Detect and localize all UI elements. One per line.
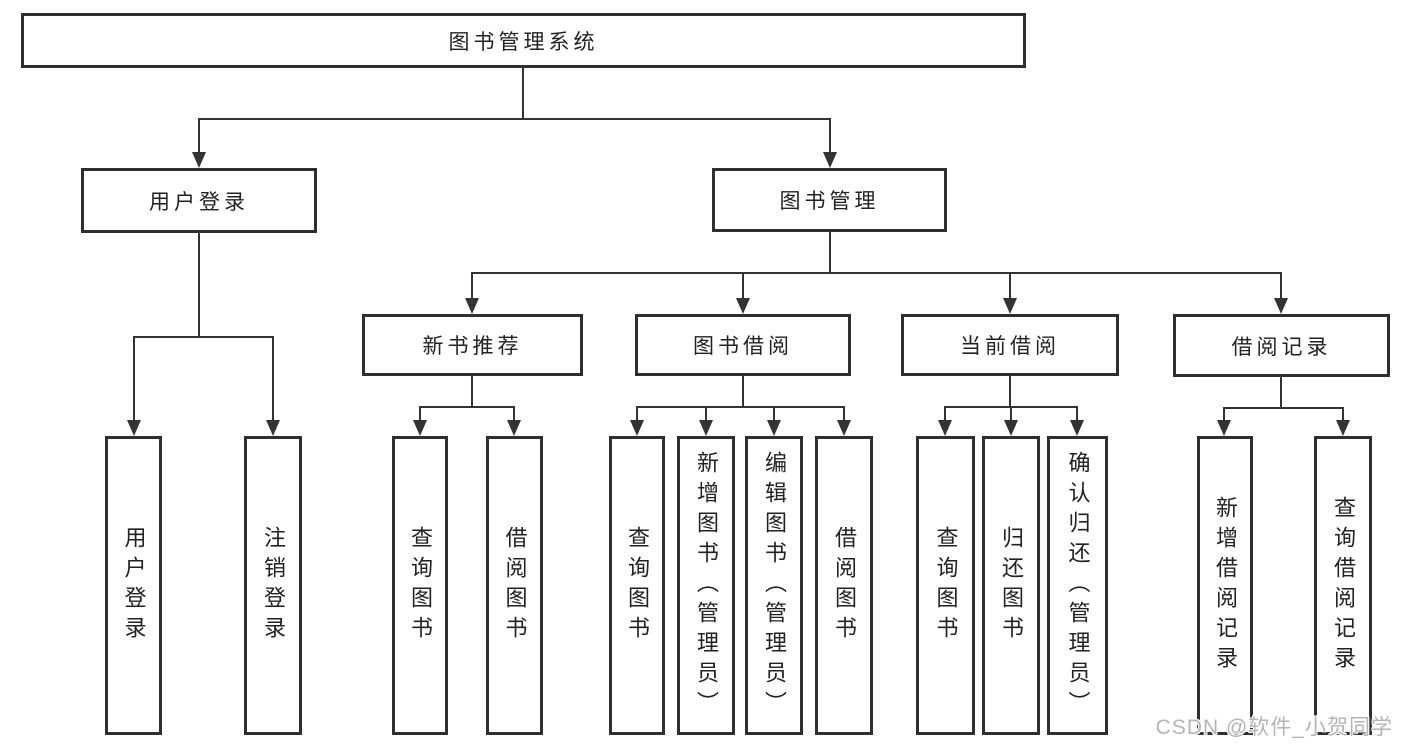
leaf-br-query-record: 查询借阅记录 [1314,436,1372,735]
arrow-to-leaf-cb-return-books [1004,406,1018,436]
node-book-borrowing-label: 图书借阅 [693,335,793,358]
leaf-cb-return-books: 归还图书 [982,436,1040,735]
connector-book-management-stem [829,232,831,272]
arrow-to-leaf-cb-query-books [938,406,952,436]
leaf-br-add-record: 新增借阅记录 [1197,436,1253,735]
connector-user-login-stem [198,233,200,336]
arrow-to-new-book-recommend [465,272,479,314]
node-book-borrowing: 图书借阅 [635,314,851,376]
leaf-bb-edit-books: 编辑图书（管理员） [745,436,803,735]
leaf-bb-borrow-books: 借阅图书 [815,436,873,735]
leaf-cb-return-books-label: 归还图书 [999,525,1024,646]
node-borrow-records: 借阅记录 [1173,314,1390,377]
arrow-to-user-login [192,118,206,168]
leaf-nbr-borrow-books: 借阅图书 [486,436,543,735]
arrow-to-leaf-nbr-borrow-books [507,406,521,436]
connector-borrow-records-stem [1280,377,1282,407]
connector-user-login-children-bar [133,336,274,338]
node-new-book-recommend-label: 新书推荐 [422,335,523,358]
csdn-watermark: CSDN @软件_小贺同学 [1155,716,1393,739]
connector-new-book-recommend-children-bar [419,406,515,408]
leaf-bb-add-books-label: 新增图书（管理员） [694,450,719,721]
node-current-borrowing-label: 当前借阅 [960,335,1060,358]
leaf-logout-label: 注销登录 [261,525,286,646]
leaf-cb-query-books: 查询图书 [916,436,975,735]
arrow-to-leaf-bb-edit-books [767,406,781,436]
leaf-bb-borrow-books-label: 借阅图书 [832,525,857,646]
connector-book-management-children-bar [471,272,1281,274]
leaf-br-add-record-label: 新增借阅记录 [1213,495,1238,676]
arrow-to-leaf-br-add-record [1217,407,1231,436]
node-user-login-label: 用户登录 [149,190,249,214]
leaf-bb-query-books-label: 查询图书 [625,525,650,646]
arrow-to-leaf-nbr-query-books [413,406,427,436]
leaf-logout: 注销登录 [244,436,302,735]
node-new-book-recommend: 新书推荐 [362,314,583,376]
node-user-login: 用户登录 [81,168,317,233]
arrow-to-leaf-user-login [127,336,141,436]
leaf-user-login: 用户登录 [105,436,162,735]
node-current-borrowing: 当前借阅 [901,314,1119,376]
arrow-to-leaf-br-query-record [1336,407,1350,436]
node-borrow-records-label: 借阅记录 [1231,335,1332,359]
leaf-bb-edit-books-label: 编辑图书（管理员） [762,450,787,721]
connector-borrow-records-children-bar [1223,407,1344,409]
leaf-cb-confirm-return-label: 确认归还（管理员） [1065,450,1091,721]
arrow-to-book-borrowing [736,272,750,314]
connector-book-borrowing-children-bar [636,406,844,408]
arrow-to-leaf-bb-add-books [699,406,713,436]
arrow-to-leaf-logout [266,336,280,436]
connector-book-borrowing-stem [742,376,744,406]
arrow-to-leaf-bb-borrow-books [837,406,851,436]
node-root-system: 图书管理系统 [21,13,1026,68]
node-book-management-label: 图书管理 [779,190,880,213]
leaf-nbr-query-books-label: 查询图书 [408,525,433,646]
leaf-cb-query-books-label: 查询图书 [933,525,959,646]
node-root-label: 图书管理系统 [448,30,599,54]
leaf-nbr-query-books: 查询图书 [392,436,448,735]
node-book-management: 图书管理 [712,168,947,232]
leaf-nbr-borrow-books-label: 借阅图书 [502,525,528,646]
leaf-user-login-label: 用户登录 [121,525,147,646]
arrow-to-book-management [823,118,837,168]
connector-new-book-recommend-stem [471,376,473,406]
leaf-br-query-record-label: 查询借阅记录 [1331,495,1356,676]
leaf-cb-confirm-return: 确认归还（管理员） [1047,436,1108,735]
leaf-bb-add-books: 新增图书（管理员） [677,436,735,735]
arrow-to-leaf-cb-confirm-return [1070,406,1084,436]
arrow-to-current-borrowing [1003,272,1017,314]
connector-root-children-bar [198,118,831,120]
connector-root-stem [522,68,524,118]
connector-current-borrowing-stem [1009,376,1011,406]
leaf-bb-query-books: 查询图书 [609,436,665,735]
arrow-to-leaf-bb-query-books [630,406,644,436]
arrow-to-borrow-records [1274,272,1288,314]
